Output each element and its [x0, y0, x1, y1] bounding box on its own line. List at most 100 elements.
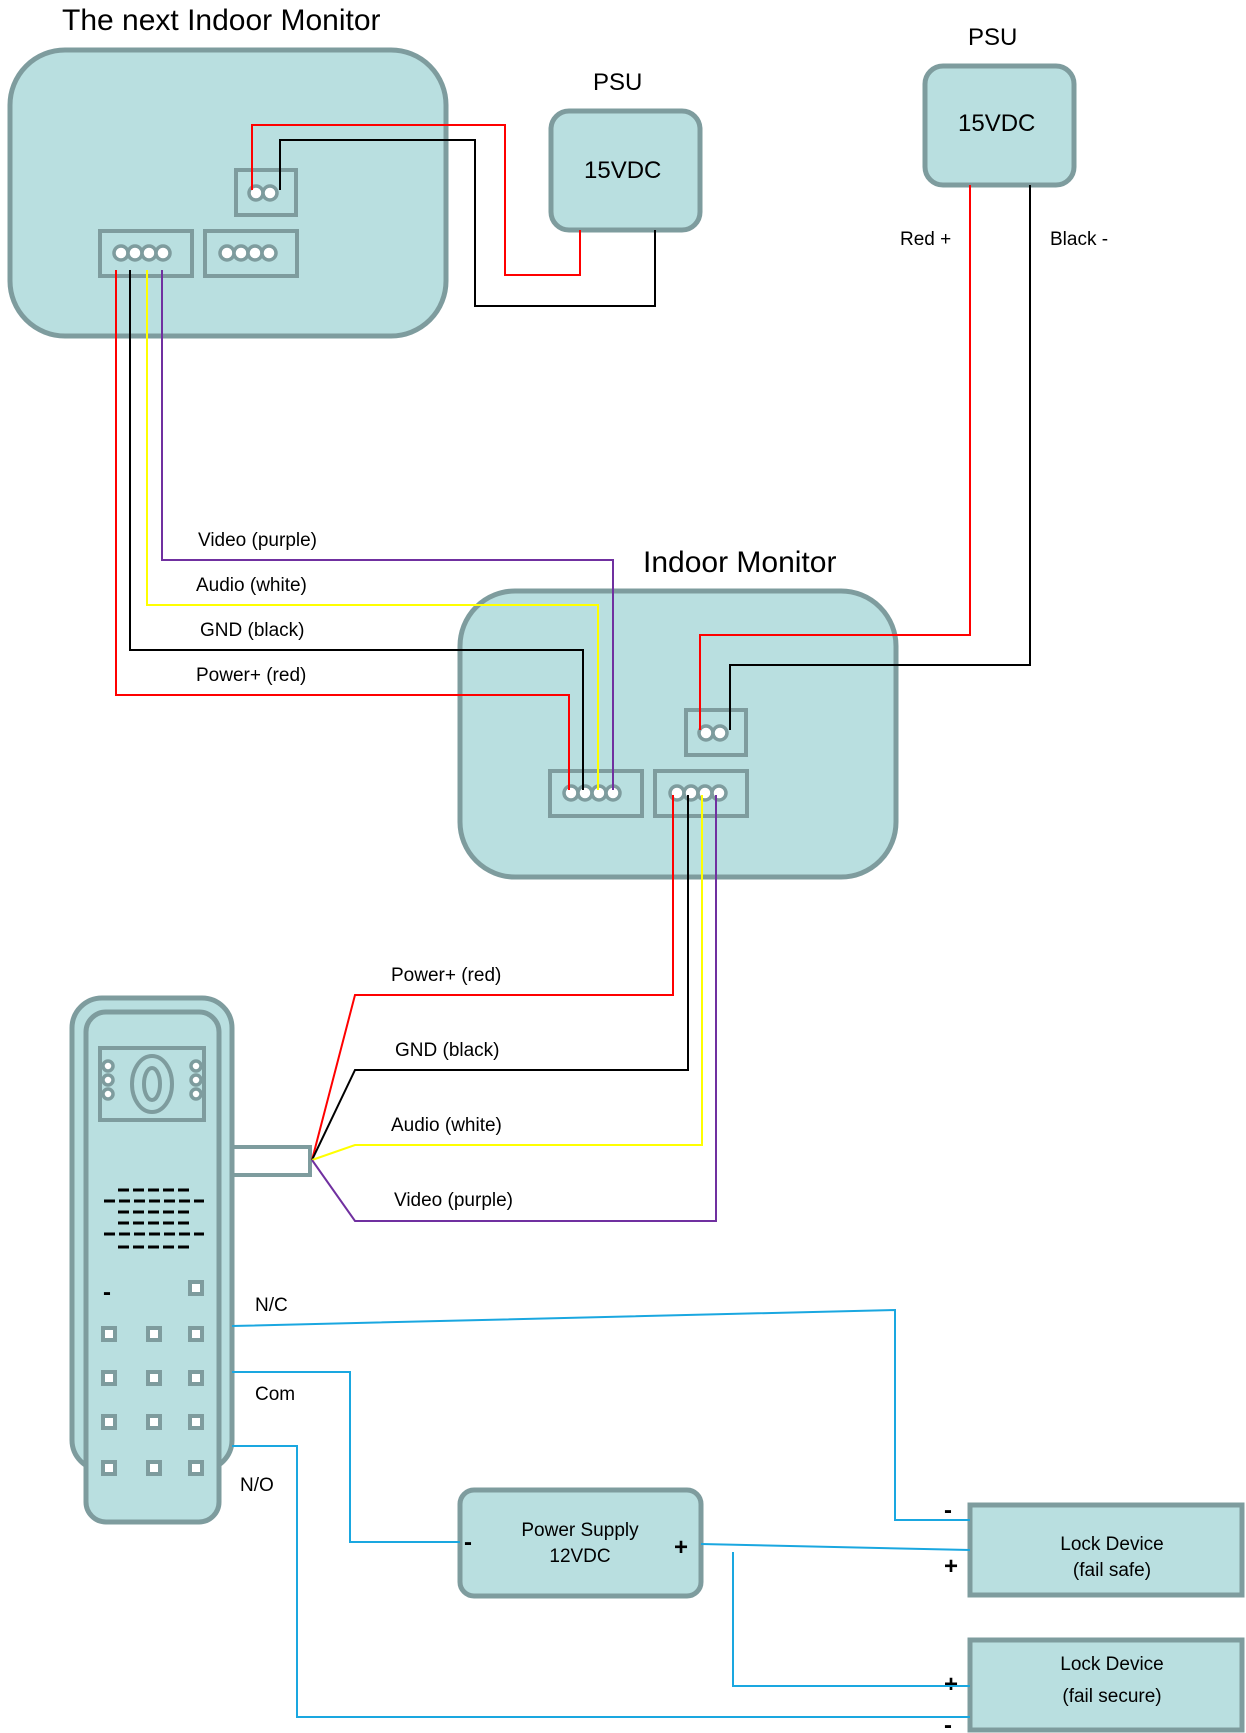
indoor-monitor: Indoor Monitor	[457, 546, 899, 880]
door-station-cable-gland	[230, 1145, 312, 1177]
keypad-key[interactable]	[101, 1414, 117, 1430]
power-supply-minus: -	[464, 1529, 472, 1556]
led	[189, 1059, 203, 1073]
red-power-wire	[699, 185, 971, 730]
wires	[115, 124, 1031, 1718]
pin	[218, 244, 236, 262]
power-red-wire	[311, 795, 674, 1161]
keypad-key[interactable]	[101, 1460, 117, 1476]
lock-safe-plus: +	[944, 1553, 958, 1580]
pin	[126, 244, 144, 262]
nc-relay-wire	[231, 1308, 970, 1521]
lock-secure-line2: (fail secure)	[1062, 1686, 1161, 1707]
video-purple-wire	[161, 270, 614, 790]
psu-top-voltage: 15VDC	[584, 157, 661, 184]
label-video-upper: Video (purple)	[198, 530, 317, 551]
gnd-black-wire	[311, 795, 689, 1161]
keypad-key[interactable]	[188, 1280, 204, 1296]
label-power-upper: Power+ (red)	[196, 665, 306, 686]
plus-secure-wire	[732, 1552, 970, 1687]
label-nc: N/C	[255, 1295, 288, 1316]
lock-safe-body	[967, 1502, 1245, 1598]
next-monitor-connector-b	[203, 229, 299, 278]
label-audio-lower: Audio (white)	[391, 1115, 502, 1136]
indoor-monitor-connector-a	[548, 769, 644, 818]
black-ground-wire	[729, 185, 1031, 730]
psu-red-label: Red +	[900, 229, 951, 250]
audio-white-wire	[311, 795, 703, 1161]
keypad-key[interactable]	[188, 1326, 204, 1342]
pin	[260, 244, 278, 262]
pin	[140, 244, 158, 262]
led	[101, 1087, 115, 1101]
led	[101, 1073, 115, 1087]
pin	[232, 244, 250, 262]
led	[189, 1073, 203, 1087]
led	[189, 1087, 203, 1101]
indoor-monitor-power-connector	[684, 708, 748, 757]
pin	[682, 784, 700, 802]
keypad-key[interactable]	[188, 1460, 204, 1476]
pin	[112, 244, 130, 262]
com-relay-wire	[232, 1371, 460, 1543]
psu-right-voltage: 15VDC	[958, 110, 1035, 137]
led	[101, 1059, 115, 1073]
lock-safe-minus: -	[944, 1497, 952, 1524]
plus-supply-wire	[700, 1543, 971, 1551]
label-power-lower: Power+ (red)	[391, 965, 501, 986]
camera-module	[98, 1046, 206, 1122]
pin	[696, 784, 714, 802]
keypad-key[interactable]	[146, 1414, 162, 1430]
psu-right: PSU 15VDC Red + Black -	[900, 24, 1108, 250]
keypad-key[interactable]	[146, 1326, 162, 1342]
indoor-monitor-body	[457, 588, 899, 880]
pin	[710, 784, 728, 802]
psu-right-title: PSU	[968, 24, 1017, 51]
speaker-grille-icon	[104, 1188, 204, 1249]
psu-right-body	[922, 63, 1077, 188]
keypad-key[interactable]	[188, 1414, 204, 1430]
lock-safe-line1: Lock Device	[1060, 1534, 1164, 1555]
video-purple-wire	[311, 795, 717, 1222]
lock-safe-line2: (fail safe)	[1073, 1560, 1151, 1581]
camera-lens-outer	[130, 1054, 174, 1114]
keypad-key[interactable]	[146, 1370, 162, 1386]
next-indoor-monitor: The next Indoor Monitor	[7, 4, 449, 339]
indoor-monitor-title: Indoor Monitor	[643, 546, 836, 579]
keypad-minus-label: -	[103, 1279, 111, 1306]
next-monitor-power-connector	[234, 168, 298, 217]
no-relay-wire	[232, 1445, 970, 1718]
label-com: Com	[255, 1384, 295, 1405]
pin	[711, 724, 729, 742]
door-station: -	[69, 995, 312, 1525]
black-ground-wire	[279, 139, 656, 307]
pin	[246, 244, 264, 262]
psu-top: PSU 15VDC	[548, 69, 703, 233]
power-supply-12vdc: Power Supply 12VDC - +	[457, 1487, 704, 1599]
power-supply-plus: +	[674, 1534, 688, 1561]
keypad-key[interactable]	[188, 1370, 204, 1386]
wire-labels: Video (purple) Audio (white) GND (black)…	[196, 530, 513, 1496]
pin	[261, 184, 279, 202]
psu-top-body	[548, 108, 703, 233]
pin	[576, 784, 594, 802]
keypad-key[interactable]	[101, 1370, 117, 1386]
gnd-black-wire	[129, 270, 584, 790]
lock-secure-minus: -	[944, 1712, 952, 1733]
label-audio-upper: Audio (white)	[196, 575, 307, 596]
red-power-wire	[251, 124, 581, 276]
camera-lens-icon	[142, 1066, 162, 1102]
pin	[154, 244, 172, 262]
label-no: N/O	[240, 1475, 274, 1496]
audio-white-wire	[146, 270, 599, 790]
lock-fail-safe: Lock Device (fail safe) - +	[944, 1497, 1245, 1598]
power-supply-line1: Power Supply	[521, 1520, 639, 1541]
keypad-key[interactable]	[146, 1460, 162, 1476]
power-supply-body	[457, 1487, 704, 1599]
label-gnd-lower: GND (black)	[395, 1040, 500, 1061]
keypad-key[interactable]	[101, 1326, 117, 1342]
door-station-inner	[83, 1009, 222, 1525]
lock-secure-plus: +	[944, 1671, 958, 1698]
next-monitor-body	[7, 47, 449, 339]
